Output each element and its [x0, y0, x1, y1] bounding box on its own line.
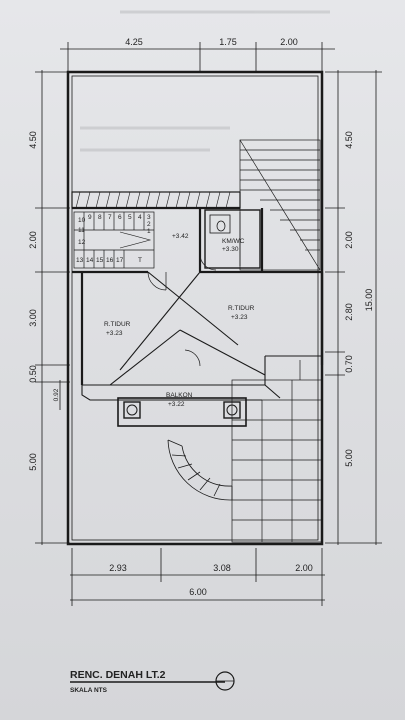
stair-number: 12 [78, 239, 86, 246]
dim-right-3: 2.80 [344, 303, 354, 321]
bed-right-level-label: +3.23 [231, 314, 248, 321]
dim-top-2: 1.75 [219, 37, 237, 47]
stair-number: 7 [108, 214, 112, 221]
stair-number: 17 [116, 257, 124, 264]
stair-number: 3 [147, 214, 151, 221]
dim-left-2: 2.00 [28, 231, 38, 249]
stair-number: 15 [96, 257, 104, 264]
hall-level-label: +3.42 [172, 233, 189, 240]
ghost-text [80, 10, 330, 152]
bottom-dimension-line [70, 548, 325, 606]
stair-number: 11 [78, 227, 85, 234]
dim-bottom-total: 6.00 [189, 587, 207, 597]
stair-numbers: 10 9 8 7 6 5 4 3 11 12 13 14 15 16 17 2 … [76, 214, 151, 264]
bathroom [204, 209, 261, 269]
bath-level-label: +3.30 [222, 246, 239, 253]
roof-ridges [81, 271, 322, 401]
carport-grid [231, 360, 323, 543]
dim-left-5: 5.00 [28, 453, 38, 471]
staircase [73, 211, 155, 269]
dim-right-2: 2.00 [344, 231, 354, 249]
stair-number: 16 [106, 257, 114, 264]
dim-left-4: 0.50 [28, 365, 38, 383]
stair-number: 6 [118, 214, 122, 221]
dim-left-3: 3.00 [28, 309, 38, 327]
planter-left-icon [123, 401, 141, 419]
stair-number: 5 [128, 214, 132, 221]
bed-left-level-label: +3.23 [106, 330, 123, 337]
stair-number: 2 [147, 221, 151, 228]
stair-marker: T [138, 257, 142, 264]
dim-right-1: 4.50 [344, 131, 354, 149]
dim-top-3: 2.00 [280, 37, 298, 47]
bath-name-label: KM/WC [222, 238, 245, 245]
balcony-level-label: +3.22 [168, 401, 185, 408]
stair-number: 9 [88, 214, 92, 221]
spiral-stair [167, 439, 233, 501]
bed-right-name-label: R.TIDUR [228, 305, 255, 312]
door-swings [147, 253, 217, 367]
left-dimension-line [35, 70, 70, 545]
dim-bottom-1: 2.93 [109, 563, 127, 573]
stair-number: 13 [76, 257, 84, 264]
roof-strip-right [239, 139, 321, 271]
dim-right-total: 15.00 [364, 289, 374, 312]
dim-left-inner: 0.92 [53, 388, 60, 401]
toilet-icon [216, 220, 226, 232]
drawing-scale: SKALA NTS [70, 687, 108, 694]
dim-top-1: 4.25 [125, 37, 143, 47]
stair-number: 1 [147, 228, 151, 235]
hatched-band [71, 191, 241, 209]
balcony-name-label: BALKON [166, 392, 193, 399]
drawing-title: RENC. DENAH LT.2 [70, 669, 166, 681]
stair-number: 10 [78, 217, 86, 224]
dim-right-4: 0.70 [344, 355, 354, 373]
stair-number: 14 [86, 257, 94, 264]
dim-bottom-2: 3.08 [213, 563, 231, 573]
dim-right-5: 5.00 [344, 449, 354, 467]
stair-number: 4 [138, 214, 142, 221]
title-block: RENC. DENAH LT.2 SKALA NTS [70, 669, 235, 694]
outer-walls [66, 70, 324, 546]
inner-walls [72, 206, 324, 385]
top-dimension-line [60, 42, 335, 72]
right-dimension-line [325, 70, 382, 545]
stair-number: 8 [98, 214, 102, 221]
dim-bottom-3: 2.00 [295, 563, 313, 573]
bed-left-name-label: R.TIDUR [104, 321, 131, 328]
dim-left-1: 4.50 [28, 131, 38, 149]
